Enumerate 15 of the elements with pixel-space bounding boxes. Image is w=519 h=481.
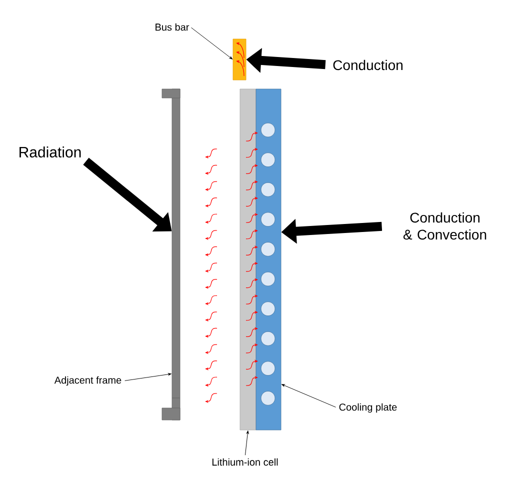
leader-line (190, 27, 232, 60)
leader-line (124, 373, 172, 381)
lithium-ion-cell (240, 88, 256, 430)
heat-transfer-label: Radiation (20, 146, 81, 158)
callout-label: Adjacent frame (54, 376, 122, 386)
leader-line (244, 430, 249, 456)
cooling-plate (256, 88, 282, 430)
bus-bar (232, 38, 246, 80)
callout-label: Cooling plate (339, 403, 397, 413)
heat-transfer-label: Conduction (333, 60, 402, 70)
callout-label: Bus bar (156, 23, 190, 31)
adjacent-frame (162, 88, 180, 420)
leader-line (282, 384, 336, 408)
heat-transfer-label: Conduction & Convection (403, 212, 486, 240)
callout-label: Lithium-ion cell (212, 458, 278, 466)
